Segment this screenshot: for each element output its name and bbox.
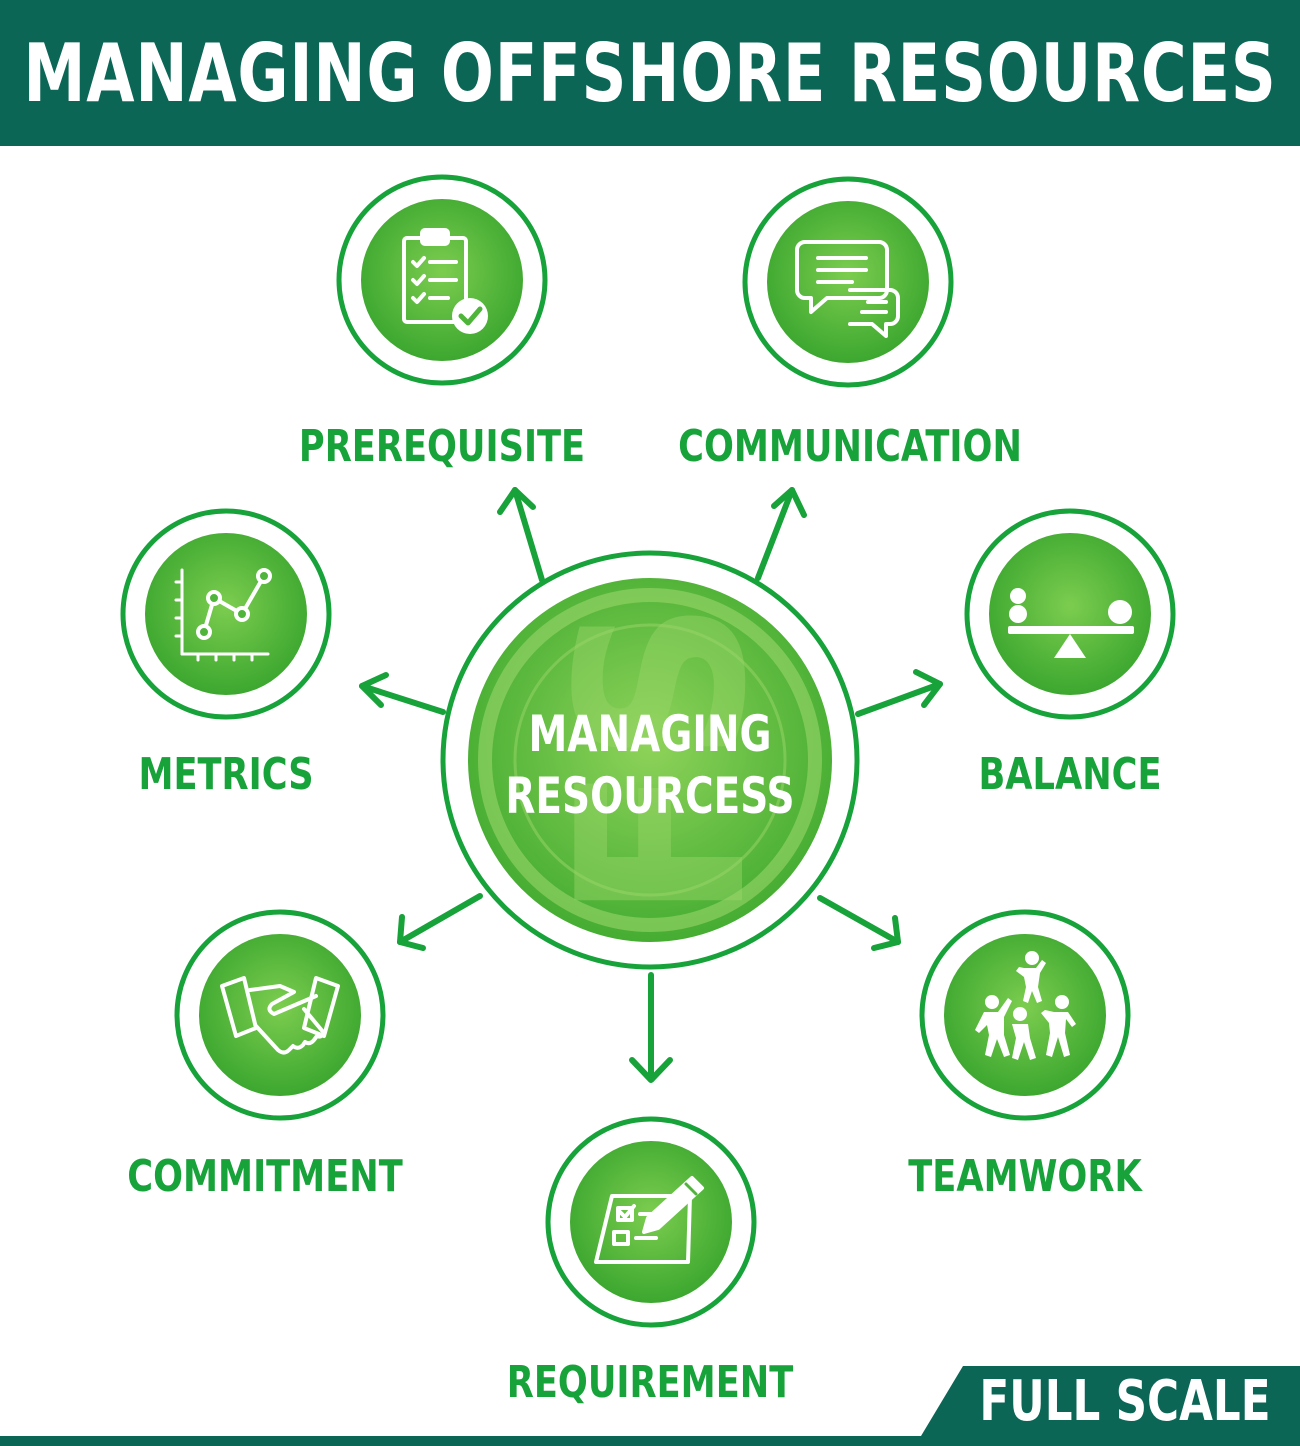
brand-logo-text: FULL SCALE (979, 1368, 1271, 1434)
label-commitment: COMMITMENT (127, 1150, 403, 1202)
center-hub-label: MANAGING RESOURCESS (505, 690, 794, 840)
arrow-to-balance (855, 669, 943, 717)
node-metrics-circle (120, 508, 332, 720)
brand-badge (915, 1366, 1300, 1446)
arrow-to-metrics (359, 672, 446, 715)
center-hub: FS (440, 550, 860, 970)
arrow-to-teamwork (817, 895, 901, 951)
center-line-1: MANAGING (528, 705, 772, 763)
label-prerequisite: PREREQUISITE (298, 420, 586, 472)
chat-bubbles-icon (795, 240, 900, 338)
line-chart-icon (174, 568, 272, 662)
center-line-2: RESOURCESS (505, 767, 795, 825)
clipboard-check-icon (402, 228, 488, 334)
balance-scale-icon (1008, 588, 1134, 658)
header-bar (0, 0, 1300, 146)
label-metrics: METRICS (138, 748, 314, 800)
node-commitment-circle (174, 909, 386, 1121)
label-requirement: REQUIREMENT (506, 1356, 794, 1408)
center-watermark: FS (530, 599, 797, 922)
handshake-icon (220, 976, 340, 1055)
footer-bar (0, 1436, 1300, 1446)
node-balance-circle (964, 508, 1176, 720)
teamwork-icon (975, 951, 1076, 1060)
label-communication: COMMUNICATION (678, 420, 1022, 472)
checklist-pencil-icon (594, 1176, 704, 1264)
arrow-to-commitment (397, 893, 483, 951)
page-title: MANAGING OFFSHORE RESOURCES (23, 26, 1277, 120)
arrow-to-prerequisite (497, 487, 545, 583)
arrow-to-requirement (629, 972, 673, 1083)
label-balance: BALANCE (978, 748, 1162, 800)
label-teamwork: TEAMWORK (908, 1150, 1142, 1202)
arrow-to-communication (755, 487, 807, 581)
